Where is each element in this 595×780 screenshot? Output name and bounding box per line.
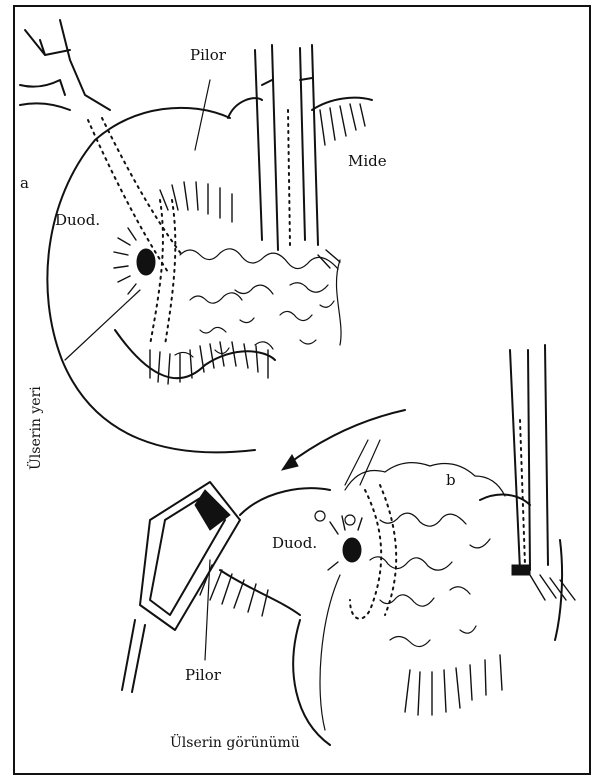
label-ulcer-view: Ülserin görünümü [170, 733, 300, 751]
ulcer-spot-a [137, 249, 155, 275]
panel-a-drawing [20, 20, 372, 452]
duodenal-bulb-outline [47, 108, 255, 453]
panel-b-drawing [122, 345, 575, 745]
hatch-upper-a [160, 182, 232, 222]
hatch-lower-b [405, 575, 575, 715]
hatch-stomach [318, 104, 365, 268]
label-pilor-bottom: Pilor [185, 666, 222, 684]
transition-arrow [282, 410, 405, 470]
ulcer-rays-a [114, 228, 136, 294]
label-panel-b: b [446, 471, 456, 489]
ulcer-spot-b [343, 538, 361, 562]
label-panel-a: a [20, 174, 29, 192]
label-duod-bottom: Duod. [272, 534, 317, 552]
label-pilor-top: Pilor [190, 46, 227, 64]
label-duod-top: Duod. [55, 211, 100, 229]
label-ulcer-site: Ülserin yeri [26, 386, 44, 470]
label-mide: Mide [348, 152, 387, 170]
